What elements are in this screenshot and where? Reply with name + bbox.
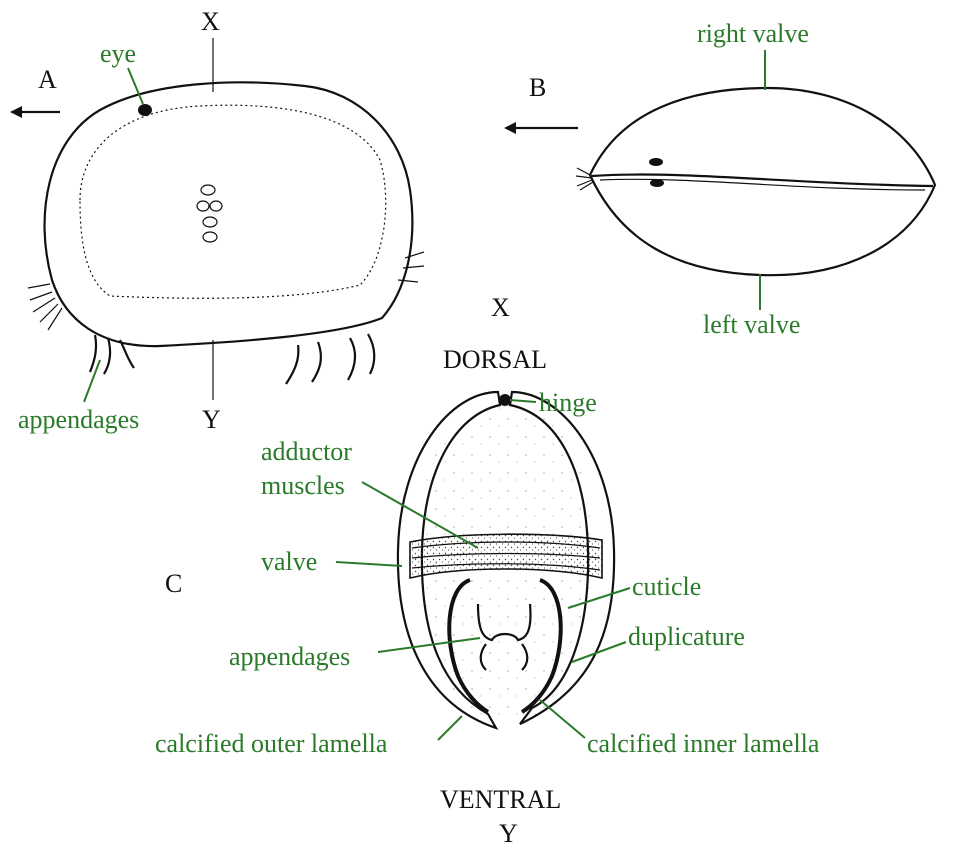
leader-outer-lamella [438,716,462,740]
label-appendages-c: appendages [229,642,350,671]
label-valve: valve [261,547,317,576]
label-dorsal: DORSAL [443,345,547,374]
label-ventral: VENTRAL [440,785,561,814]
label-inner-lamella: calcified inner lamella [587,729,820,758]
hinge-point [499,394,511,406]
bristles-posterior [398,252,424,282]
eye-dorsal-lower [650,179,664,187]
panel-b: B right valve left valve [504,19,935,339]
label-outer-lamella: calcified outer lamella [155,729,388,758]
label-hinge: hinge [539,388,597,417]
bristles-dorsal [576,168,593,190]
leader-inner-lamella [540,700,585,738]
label-adductor-line2: muscles [261,471,345,500]
adductor-scars-lateral [197,185,222,242]
leader-eye [128,68,143,104]
carapace-dorsal [590,88,935,275]
leader-valve [336,562,402,566]
eye-spot [138,104,152,116]
label-eye: eye [100,39,136,68]
panel-a-letter: A [38,65,57,94]
panel-b-letter: B [529,73,546,102]
label-cuticle: cuticle [632,572,701,601]
label-appendages-a: appendages [18,405,139,434]
panel-a: A X Y [10,7,424,434]
panel-a-axis-x: X [201,7,220,36]
panel-a-axis-y: Y [202,405,221,434]
panel-c-axis-x: X [491,293,510,322]
label-duplicature: duplicature [628,622,745,651]
carapace-lateral [45,82,413,346]
leader-hinge [510,400,536,402]
label-adductor-line1: adductor [261,437,352,466]
body-outline-lateral [80,105,386,298]
panel-c-letter: C [165,569,182,598]
panel-c-axis-y: Y [499,819,518,848]
panel-c: X DORSAL C VENTRAL Y hinge adductor musc… [155,293,820,848]
direction-arrow-a [10,106,60,118]
label-left-valve: left valve [703,310,800,339]
label-right-valve: right valve [697,19,809,48]
direction-arrow-b [504,122,578,134]
eye-dorsal-upper [649,158,663,166]
